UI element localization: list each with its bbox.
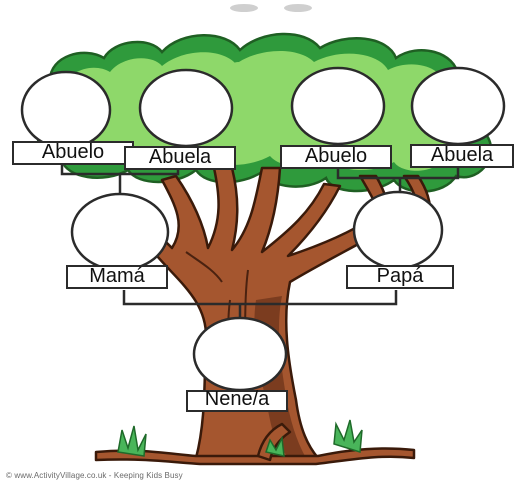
label-text: Nene/a: [205, 389, 270, 409]
label-grandmother-left[interactable]: Abuela: [124, 146, 236, 170]
label-mother[interactable]: Mamá: [66, 265, 168, 289]
label-father[interactable]: Papá: [346, 265, 454, 289]
photo-frame-grandfather-left: [22, 72, 110, 148]
photo-frame-mother: [72, 194, 168, 270]
photo-frame-grandmother-left: [140, 70, 232, 146]
top-artifacts: [230, 4, 312, 12]
label-text: Abuelo: [305, 146, 367, 166]
label-text: Abuela: [149, 147, 211, 167]
label-baby[interactable]: Nene/a: [186, 390, 288, 412]
label-text: Abuela: [431, 145, 493, 165]
photo-frame-father: [354, 192, 442, 268]
credit-text: © www.ActivityVillage.co.uk - Keeping Ki…: [6, 471, 183, 480]
label-text: Mamá: [89, 266, 145, 286]
photo-frame-baby: [194, 318, 286, 390]
label-text: Abuelo: [42, 142, 104, 162]
label-text: Papá: [377, 266, 424, 286]
label-grandmother-right[interactable]: Abuela: [410, 144, 514, 168]
photo-frame-grandfather-right: [292, 68, 384, 144]
label-grandfather-left[interactable]: Abuelo: [12, 141, 134, 165]
photo-frame-grandmother-right: [412, 68, 504, 144]
label-grandfather-right[interactable]: Abuelo: [280, 145, 392, 169]
